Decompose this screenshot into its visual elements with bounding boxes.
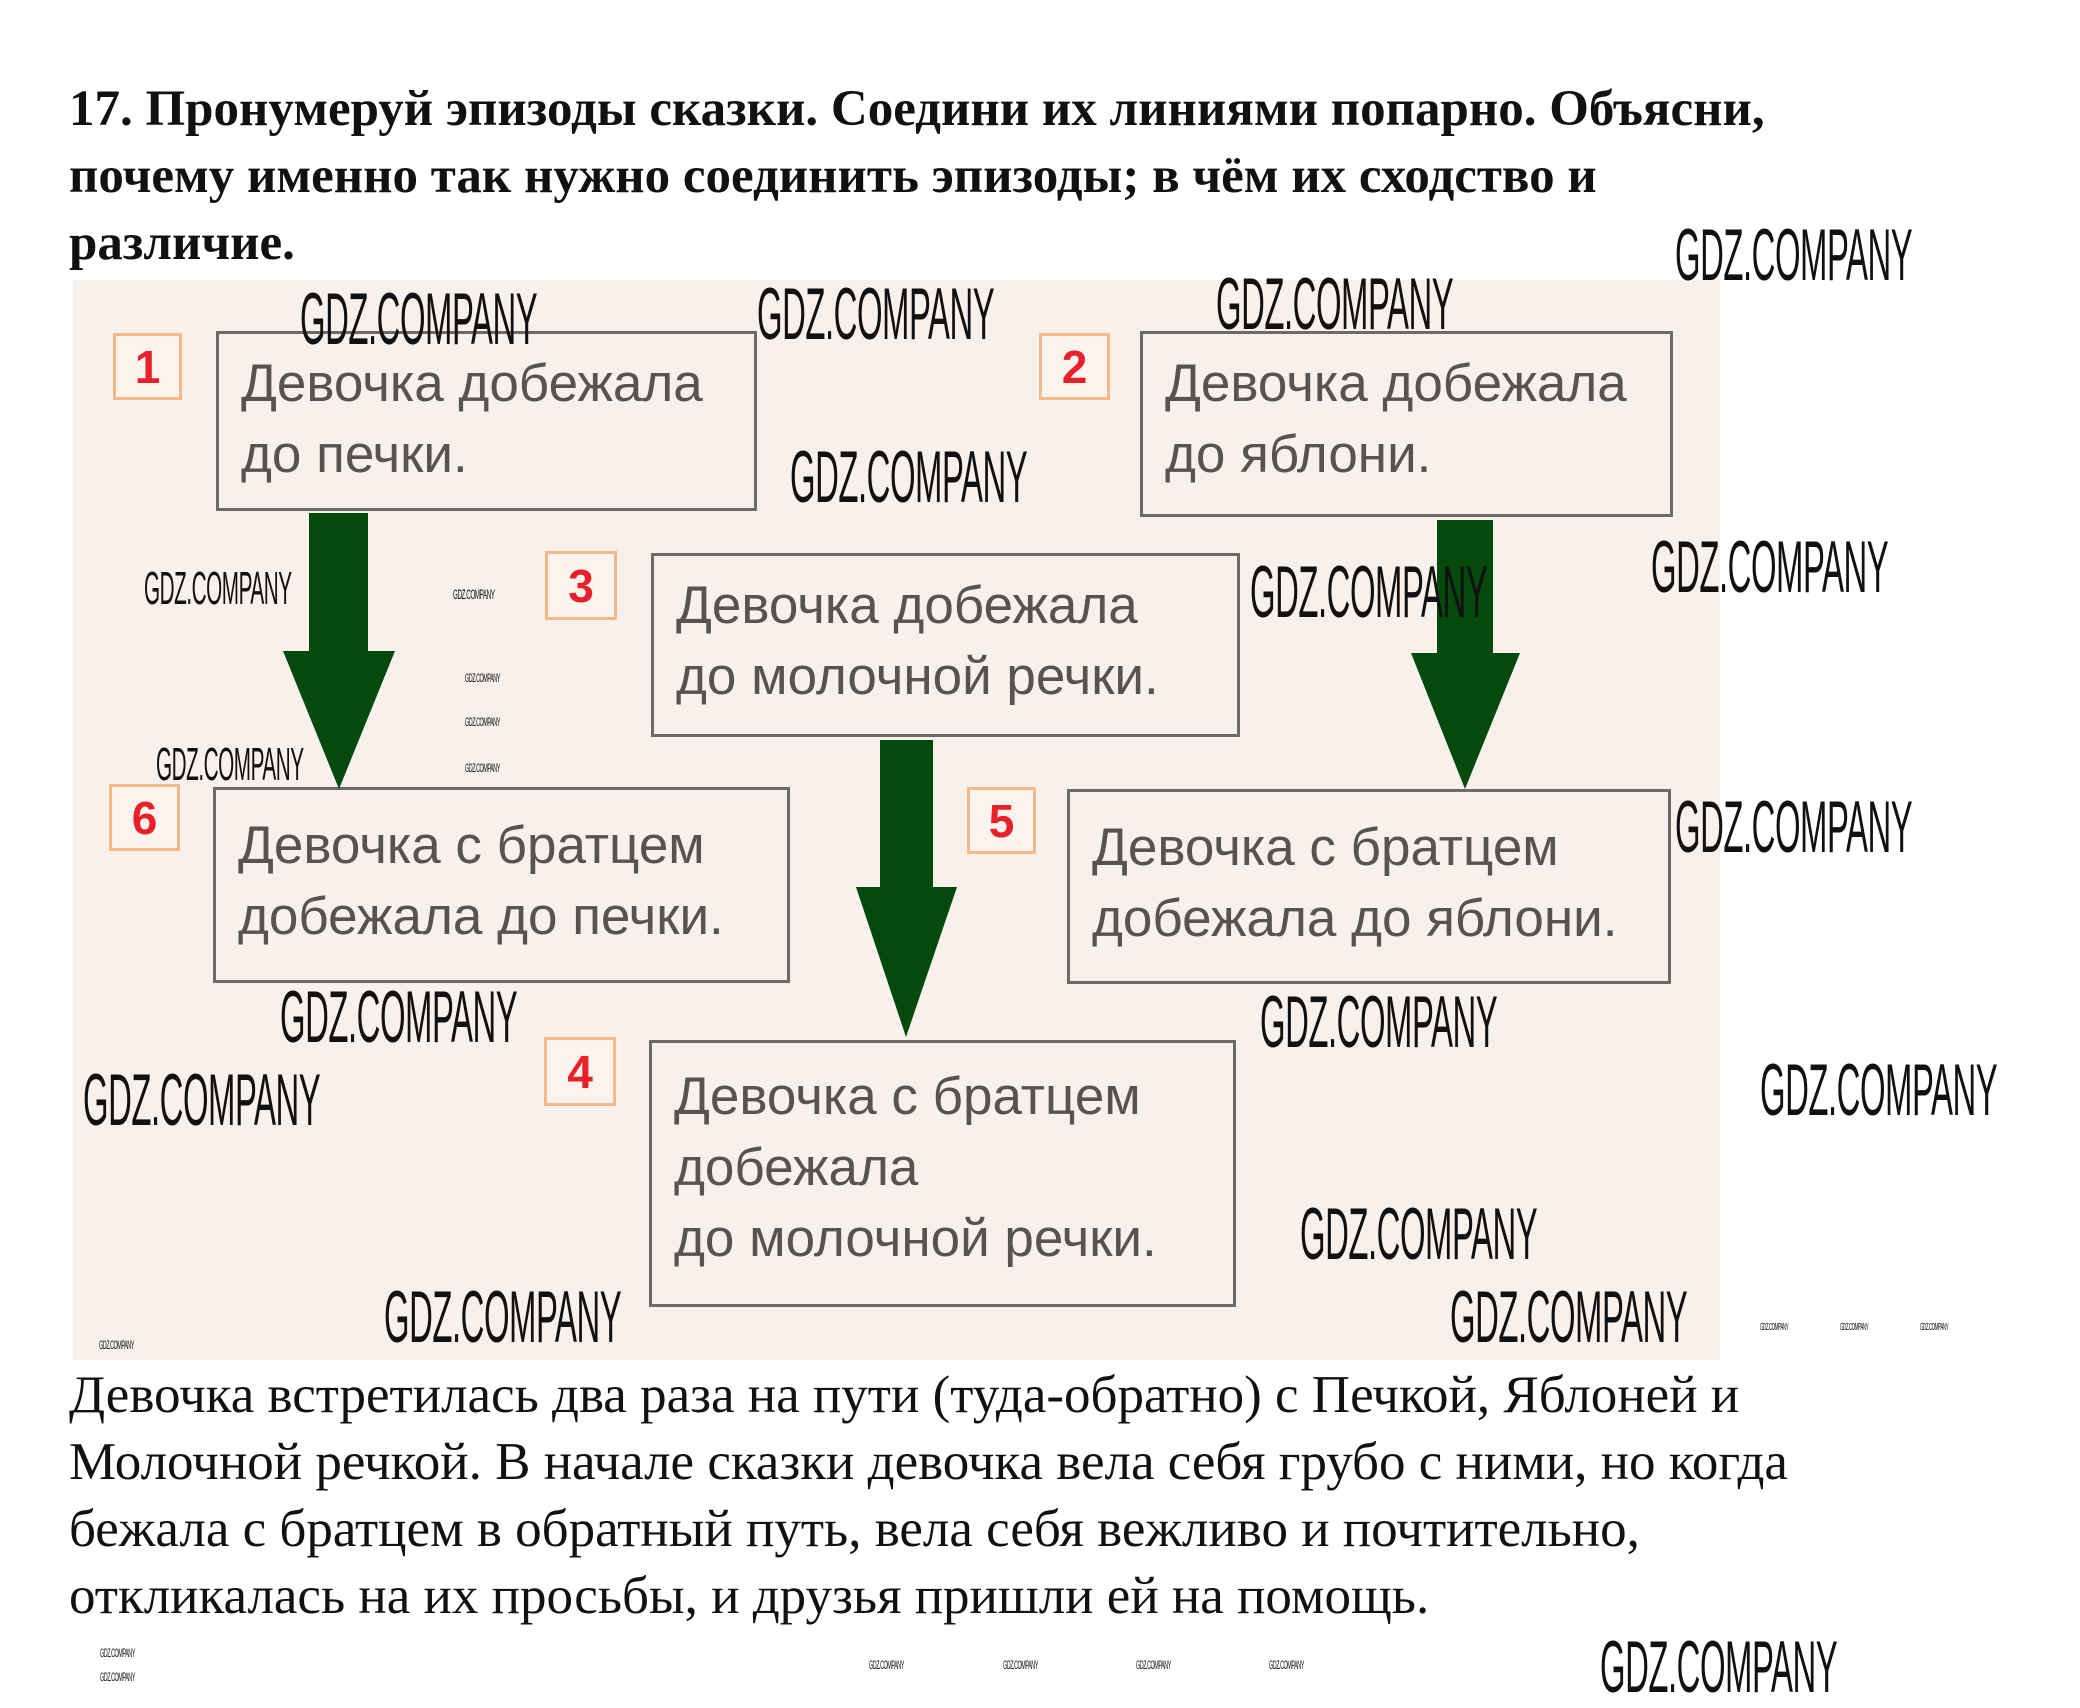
episode-text: до печки. [241, 425, 468, 484]
watermark-text: GDZ.COMPANY [1300, 1194, 1538, 1276]
watermark-text: GDZ.COMPANY [1675, 215, 1913, 297]
watermark-text: GDZ.COMPANY [1600, 1627, 1838, 1708]
watermark-text: GDZ.COMPANY [1136, 1657, 1171, 1672]
episode-number-6: 6 [109, 784, 180, 851]
watermark-text: GDZ.COMPANY [453, 586, 495, 603]
episode-box-5[interactable]: Девочка с братцем добежала до яблони. [1067, 789, 1671, 984]
episode-text: Девочка добежала [1165, 354, 1627, 413]
watermark-text: GDZ.COMPANY [384, 1277, 622, 1359]
episode-box-1[interactable]: Девочка добежала до печки. [216, 331, 757, 511]
watermark-text: GDZ.COMPANY [1450, 1277, 1688, 1359]
episode-text: добежала до яблони. [1092, 889, 1618, 948]
episode-number-3: 3 [545, 551, 617, 620]
watermark-text: GDZ.COMPANY [465, 670, 500, 685]
answer-line: Девочка встретилась два раза на пути (ту… [69, 1366, 1740, 1424]
episode-text: Девочка добежала [241, 354, 703, 413]
watermark-text: GDZ.COMPANY [1003, 1657, 1038, 1672]
watermark-text: GDZ.COMPANY [1760, 1050, 1998, 1132]
watermark-text: GDZ.COMPANY [1216, 264, 1454, 346]
watermark-text: GDZ.COMPANY [144, 562, 292, 615]
watermark-text: GDZ.COMPANY [790, 437, 1028, 519]
answer-line: Молочной речкой. В начале сказки девочка… [69, 1433, 1788, 1491]
episode-text: добежала до печки. [238, 887, 724, 946]
watermark-text: GDZ.COMPANY [100, 1645, 135, 1660]
episode-number-1: 1 [113, 333, 182, 400]
episode-text: до молочной речки. [676, 647, 1159, 706]
task-heading: 17. Пронумеруй эпизоды сказки. Соедини и… [69, 76, 1765, 277]
episode-text: до молочной речки. [674, 1209, 1157, 1268]
task-line: различие. [69, 215, 295, 271]
watermark-text: GDZ.COMPANY [869, 1657, 904, 1672]
answer-line: откликалась на их просьбы, и друзья приш… [69, 1567, 1430, 1625]
watermark-text: GDZ.COMPANY [156, 738, 304, 791]
episode-text: до яблони. [1165, 425, 1432, 484]
episode-text: добежала [674, 1138, 919, 1197]
watermark-text: GDZ.COMPANY [757, 274, 995, 356]
answer-line: бежала с братцем в обратный путь, вела с… [69, 1500, 1640, 1558]
watermark-text: GDZ.COMPANY [300, 279, 538, 361]
task-line: 17. Пронумеруй эпизоды сказки. Соедини и… [69, 81, 1765, 137]
episode-box-6[interactable]: Девочка с братцем добежала до печки. [213, 787, 790, 983]
watermark-text: GDZ.COMPANY [1651, 527, 1889, 609]
watermark-text: GDZ.COMPANY [1260, 982, 1498, 1064]
watermark-text: GDZ.COMPANY [99, 1337, 134, 1352]
watermark-text: GDZ.COMPANY [1840, 1321, 1869, 1333]
episode-number-4: 4 [544, 1037, 616, 1106]
episode-text: Девочка добежала [676, 576, 1138, 635]
episode-number-2: 2 [1039, 333, 1110, 400]
watermark-text: GDZ.COMPANY [83, 1060, 321, 1142]
watermark-text: GDZ.COMPANY [1250, 552, 1488, 634]
episode-box-2[interactable]: Девочка добежала до яблони. [1140, 331, 1673, 517]
watermark-text: GDZ.COMPANY [280, 977, 518, 1059]
episode-number-5: 5 [967, 787, 1036, 854]
watermark-text: GDZ.COMPANY [1269, 1657, 1304, 1672]
watermark-text: GDZ.COMPANY [100, 1669, 135, 1684]
episode-text: Девочка с братцем [238, 816, 705, 875]
watermark-text: GDZ.COMPANY [1920, 1321, 1949, 1333]
episode-text: Девочка с братцем [1092, 818, 1559, 877]
task-line: почему именно так нужно соединить эпизод… [69, 148, 1597, 204]
episode-box-4[interactable]: Девочка с братцем добежала до молочной р… [649, 1040, 1236, 1307]
watermark-text: GDZ.COMPANY [465, 714, 500, 729]
episode-box-3[interactable]: Девочка добежала до молочной речки. [651, 553, 1240, 737]
episode-text: Девочка с братцем [674, 1067, 1141, 1126]
watermark-text: GDZ.COMPANY [1760, 1321, 1789, 1333]
answer-text: Девочка встретилась два раза на пути (ту… [69, 1362, 1788, 1630]
watermark-text: GDZ.COMPANY [1675, 787, 1913, 869]
watermark-text: GDZ.COMPANY [465, 760, 500, 775]
